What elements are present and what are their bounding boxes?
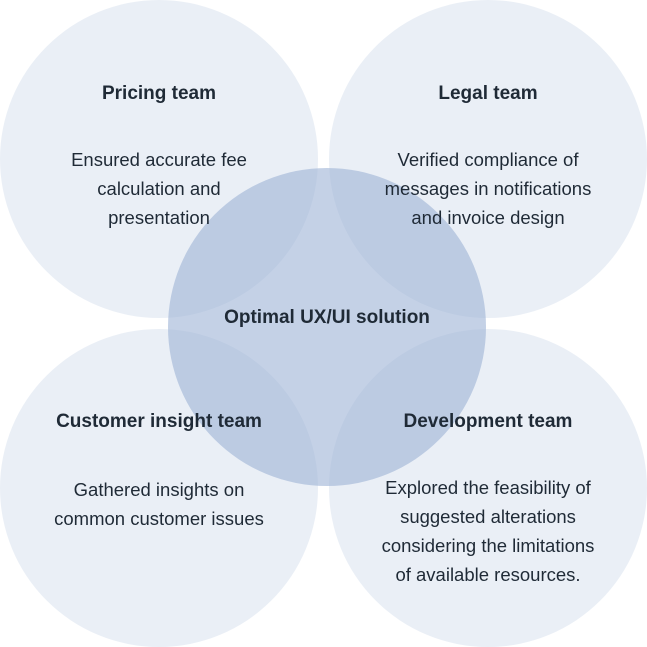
optimal-solution-circle: [168, 168, 486, 486]
customer-desc-line: common customer issues: [54, 508, 264, 529]
customer-insight-team-title: Customer insight team: [56, 411, 262, 432]
dev-desc-line: Explored the feasibility of: [385, 477, 591, 498]
pricing-desc-line: Ensured accurate fee: [71, 149, 247, 170]
development-team-title: Development team: [403, 411, 573, 432]
dev-desc-line: suggested alterations: [400, 506, 576, 527]
dev-desc-line: of available resources.: [395, 564, 581, 585]
pricing-desc-line: presentation: [108, 207, 210, 228]
pricing-team-description: Ensured accurate fee calculation and pre…: [0, 145, 318, 232]
pricing-desc-line: calculation and: [97, 178, 221, 199]
legal-desc-line: and invoice design: [411, 207, 565, 228]
development-team-description: Explored the feasibility of suggested al…: [329, 473, 647, 589]
customer-desc-line: Gathered insights on: [73, 479, 245, 500]
pricing-team-title: Pricing team: [101, 83, 217, 104]
legal-team-description: Verified compliance of messages in notif…: [329, 145, 647, 232]
legal-desc-line: messages in notifications: [384, 178, 592, 199]
legal-desc-line: Verified compliance of: [397, 149, 579, 170]
legal-team-title: Legal team: [438, 83, 538, 104]
dev-desc-line: considering the limitations: [381, 535, 595, 556]
customer-insight-team-description: Gathered insights on common customer iss…: [0, 475, 318, 533]
center-title: Optimal UX/UI solution: [224, 307, 430, 328]
